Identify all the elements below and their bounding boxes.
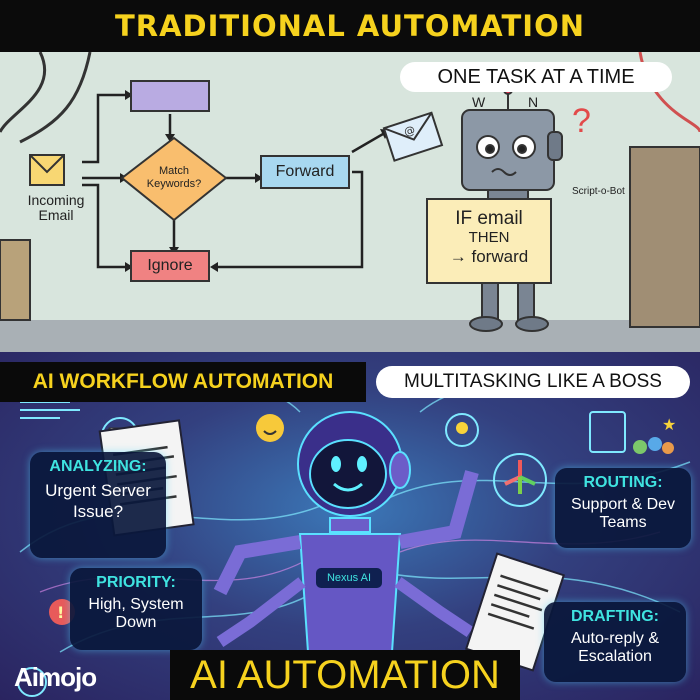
svg-text:@: @ [402, 123, 416, 139]
top-title-banner: TRADITIONAL AUTOMATION [0, 0, 700, 52]
text-lines-icon [20, 401, 80, 419]
network-icon [17, 667, 47, 697]
hanging-cables [0, 52, 92, 144]
robot-name-label: Script-o-Bot [572, 186, 625, 197]
email-icon [29, 154, 65, 186]
svg-text:!: ! [57, 603, 64, 622]
speech-text: MULTITASKING LIKE A BOSS [404, 371, 662, 392]
card-priority: PRIORITY: High, System Down [70, 568, 202, 650]
card-text: Auto-reply & Escalation [570, 630, 660, 665]
card-heading: ANALYZING: [49, 458, 147, 475]
ignore-box: Ignore [130, 250, 210, 282]
sign-line: THEN [468, 229, 510, 246]
aimojo-logo: Aimojo [14, 662, 97, 692]
question-mark-icon: ? [572, 102, 591, 140]
smiley-chat-icon [256, 414, 284, 442]
one-task-speech-bubble: ONE TASK AT A TIME [400, 62, 672, 92]
decision-diamond [120, 136, 228, 222]
card-heading: PRIORITY: [96, 574, 176, 591]
nexus-ai-robot [213, 411, 479, 653]
alert-icon: ! [49, 599, 75, 625]
card-routing: ROUTING: Support & Dev Teams [555, 468, 691, 548]
browser-window-icon [589, 411, 626, 453]
incoming-email-label: Incoming Email [27, 192, 85, 223]
decision-label: Match Keywords? [146, 165, 202, 190]
routing-arrows-icon [493, 453, 547, 507]
speech-text: ONE TASK AT A TIME [437, 65, 635, 88]
forward-box: Forward [260, 155, 350, 189]
card-text: Support & Dev Teams [570, 496, 676, 531]
cardboard-box [0, 239, 31, 321]
footer-title-banner: AI AUTOMATION [170, 650, 520, 700]
robot-name-chip: Nexus AI [316, 568, 382, 588]
card-heading: ROUTING: [583, 474, 663, 491]
ai-automation-panel: ! ★ Nexus AI ANALYZING: Urge [0, 352, 700, 700]
at-email-icon: @ [382, 111, 444, 162]
section-label-banner: AI WORKFLOW AUTOMATION [0, 362, 366, 402]
sign-line: → forward [449, 247, 529, 266]
card-text: Urgent Server Issue? [45, 481, 151, 521]
floor [0, 320, 700, 352]
team-icon [633, 437, 674, 454]
card-heading: DRAFTING: [571, 608, 659, 625]
filing-cabinet [629, 146, 700, 328]
top-title: TRADITIONAL AUTOMATION [114, 9, 585, 43]
process-box [130, 80, 210, 112]
rule-sign: IF email THEN → forward [426, 198, 552, 284]
sign-line: IF email [455, 208, 523, 229]
card-drafting: DRAFTING: Auto-reply & Escalation [544, 602, 686, 682]
footer-title: AI AUTOMATION [190, 652, 500, 697]
lightbulb-icon [445, 413, 479, 447]
section-label: AI WORKFLOW AUTOMATION [32, 370, 334, 393]
star-icon: ★ [662, 415, 676, 434]
card-text: High, System Down [88, 596, 184, 631]
multitasking-speech-bubble: MULTITASKING LIKE A BOSS [376, 366, 690, 398]
card-analyzing: ANALYZING: Urgent Server Issue? [30, 452, 166, 558]
